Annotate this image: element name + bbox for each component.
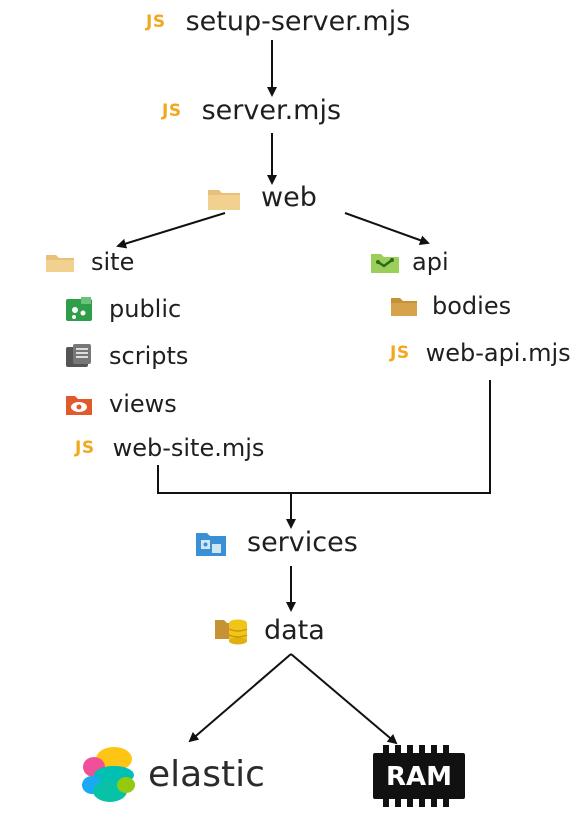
node-scripts: scripts [65, 342, 188, 370]
bodies-label: bodies [432, 292, 512, 320]
node-site: site [45, 248, 134, 276]
views-folder-icon [65, 392, 93, 416]
ram-label: RAM [386, 762, 452, 792]
connector-web-site-merge [157, 465, 291, 494]
public-folder-icon [65, 296, 93, 322]
web-site-label: web-site.mjs [112, 434, 265, 462]
node-bodies: bodies [390, 292, 511, 320]
scripts-folder-icon [65, 343, 93, 369]
node-data: data [214, 614, 325, 646]
folder-icon [45, 251, 75, 273]
js-file-icon: JS [390, 343, 410, 363]
node-ram: RAM [373, 745, 465, 807]
bodies-folder-icon [390, 295, 418, 317]
js-file-icon: JS [75, 438, 95, 458]
folder-icon [207, 185, 241, 211]
node-services: services [195, 527, 358, 558]
arrow-data-to-ram [290, 653, 398, 745]
services-label: services [247, 527, 358, 558]
arrow-data-to-elastic [188, 653, 292, 743]
arrow-web-to-site [116, 212, 226, 249]
node-public: public [65, 295, 181, 323]
setup-server-label: setup-server.mjs [185, 6, 411, 37]
js-file-icon: JS [162, 100, 182, 121]
node-web-site: JS web-site.mjs [75, 434, 264, 462]
public-label: public [109, 295, 182, 323]
connector-web-api-merge [291, 380, 491, 494]
web-api-label: web-api.mjs [425, 339, 571, 367]
api-label: api [412, 248, 449, 276]
scripts-label: scripts [109, 342, 189, 370]
site-label: site [91, 248, 135, 276]
node-api: api [370, 248, 449, 276]
server-label: server.mjs [201, 95, 342, 126]
node-setup-server: JS setup-server.mjs [146, 6, 410, 37]
arrow-web-to-api [344, 212, 430, 245]
node-server: JS server.mjs [162, 95, 341, 126]
elastic-label: elastic [148, 753, 265, 795]
views-label: views [109, 390, 177, 418]
node-web: web [207, 182, 317, 213]
services-folder-icon [195, 529, 227, 557]
node-web-api: JS web-api.mjs [390, 339, 571, 367]
elastic-logo-icon [80, 745, 138, 803]
data-label: data [264, 614, 325, 646]
web-label: web [261, 182, 317, 213]
node-elastic: elastic [80, 745, 265, 803]
api-folder-icon [370, 250, 400, 274]
node-views: views [65, 390, 177, 418]
ram-chip-icon: RAM [373, 745, 465, 807]
data-folder-icon [214, 614, 248, 646]
js-file-icon: JS [146, 11, 166, 32]
